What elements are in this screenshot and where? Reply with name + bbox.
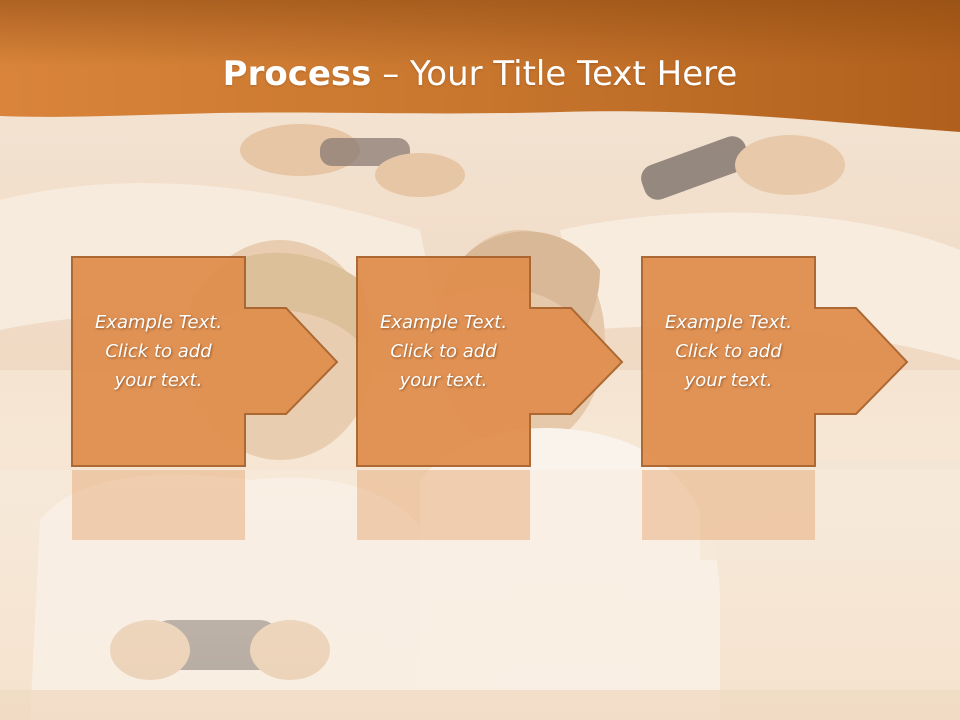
process-step-3[interactable]: Example Text. Click to add your text. (641, 256, 911, 470)
process-step-1[interactable]: Example Text. Click to add your text. (71, 256, 341, 470)
slide-title[interactable]: Process – Your Title Text Here (0, 52, 960, 96)
step-1-reflection (71, 470, 341, 540)
step-2-reflection (356, 470, 626, 540)
title-rest: Your Title Text Here (410, 54, 738, 94)
step-arrow-shape (71, 256, 339, 467)
title-separator: – (382, 54, 400, 94)
step-arrow-shape (641, 256, 909, 467)
step-text: Example Text. Click to add your text. (379, 312, 508, 391)
step-3-reflection (641, 470, 911, 540)
step-text: Example Text. Click to add your text. (94, 312, 223, 391)
step-arrow-shape (356, 256, 624, 467)
process-step-2[interactable]: Example Text. Click to add your text. (356, 256, 626, 470)
title-banner (0, 0, 960, 132)
title-bold: Process (222, 54, 372, 94)
step-text: Example Text. Click to add your text. (664, 312, 793, 391)
photo-fade-overlay (0, 470, 960, 720)
